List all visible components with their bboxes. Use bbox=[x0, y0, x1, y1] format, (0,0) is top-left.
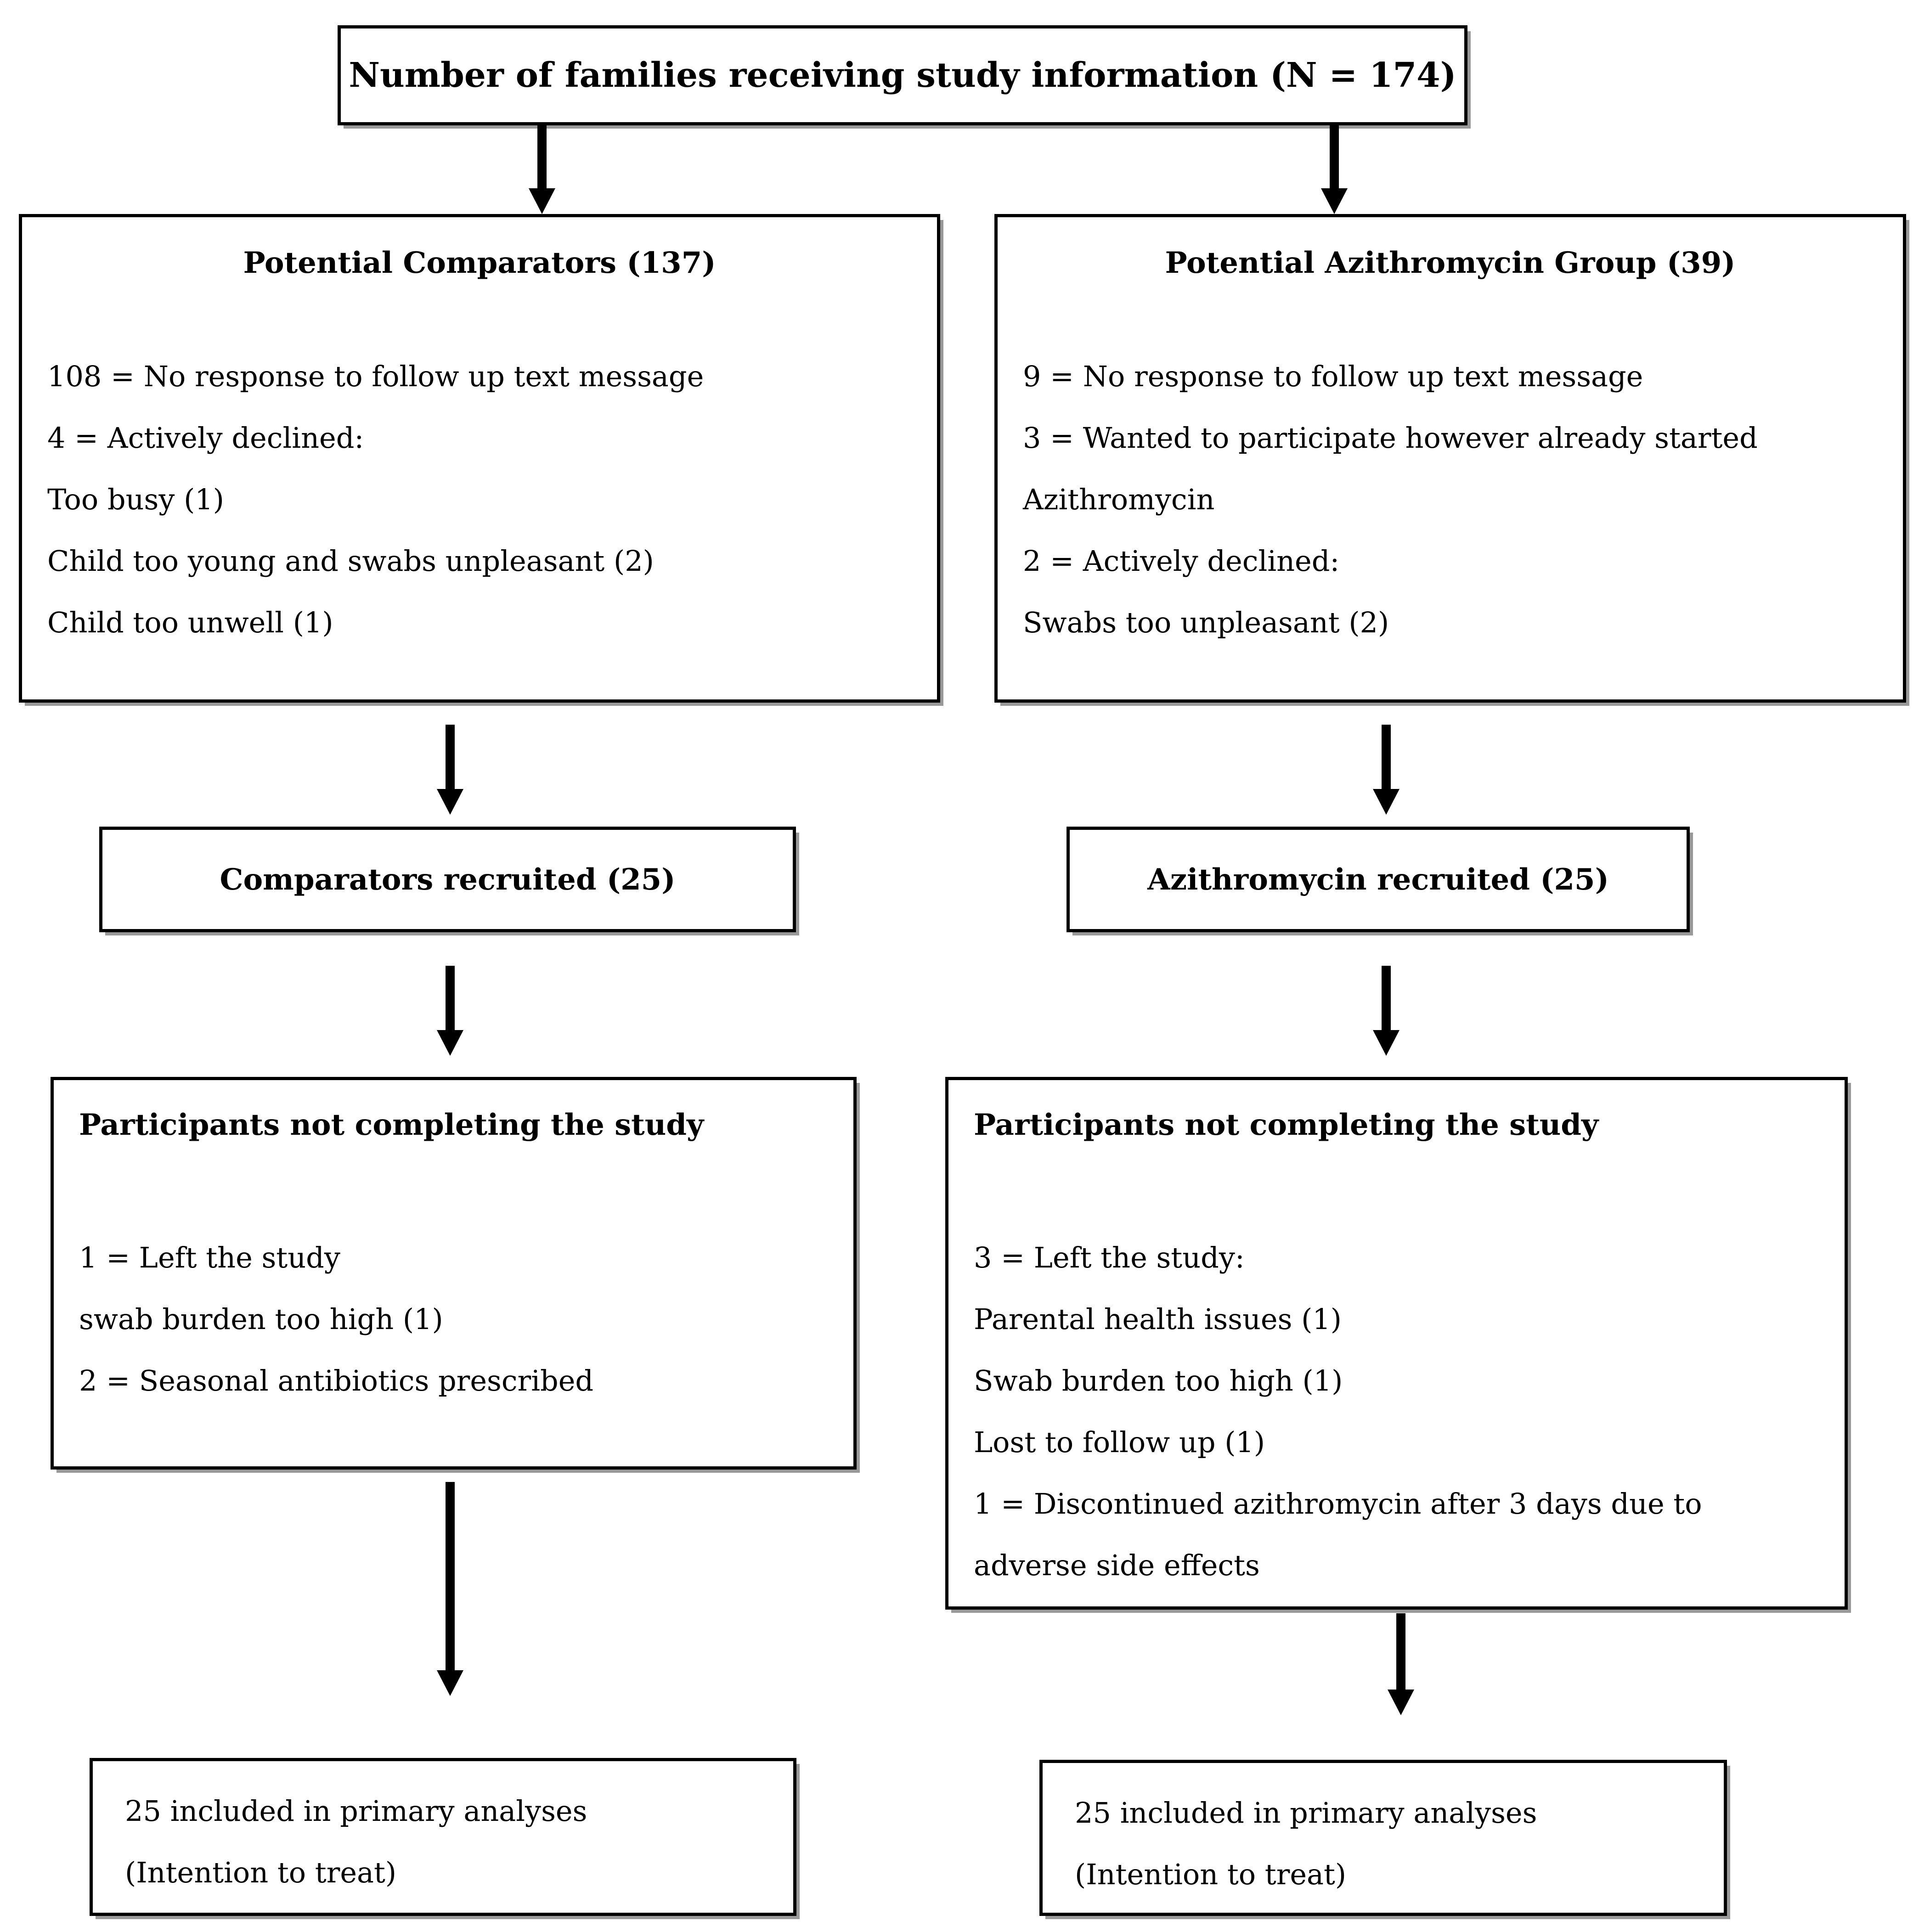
arrow-shaft bbox=[446, 1482, 455, 1670]
detail-line: Child too unwell (1) bbox=[47, 606, 333, 639]
potential-azithromycin-title: Potential Azithromycin Group (39) bbox=[1165, 246, 1736, 280]
azithromycin-itt-details: 25 included in primary analyses (Intenti… bbox=[1075, 1782, 1707, 1905]
arrow-shaft bbox=[1382, 966, 1391, 1030]
detail-line: 25 included in primary analyses bbox=[125, 1794, 587, 1828]
detail-line: Parental health issues (1) bbox=[974, 1302, 1342, 1336]
comparators-itt-box: 25 included in primary analyses (Intenti… bbox=[90, 1758, 796, 1916]
detail-line: 1 = Discontinued azithromycin after 3 da… bbox=[974, 1487, 1702, 1521]
detail-line: 3 = Wanted to participate however alread… bbox=[1023, 421, 1758, 455]
arrow-head bbox=[1373, 1030, 1400, 1056]
arrow-down-icon-recruited-to-comparators-dropout bbox=[437, 966, 463, 1056]
arrow-down-icon-comparators-dropout-to-itt bbox=[437, 1482, 463, 1696]
detail-line: 2 = Seasonal antibiotics prescribed bbox=[79, 1364, 594, 1397]
detail-line: (Intention to treat) bbox=[1075, 1858, 1347, 1891]
comparators-dropout-box: Participants not completing the study 1 … bbox=[51, 1077, 857, 1470]
detail-line: Child too young and swabs unpleasant (2) bbox=[47, 544, 654, 578]
azithromycin-recruited-label: Azithromycin recruited (25) bbox=[1147, 862, 1609, 897]
arrow-shaft bbox=[446, 725, 455, 789]
detail-line: Swab burden too high (1) bbox=[974, 1364, 1343, 1397]
detail-line: (Intention to treat) bbox=[125, 1856, 397, 1889]
arrow-down-icon-azithromycin-to-recruited bbox=[1373, 725, 1400, 815]
comparators-recruited-label: Comparators recruited (25) bbox=[220, 862, 676, 897]
detail-line: 25 included in primary analyses bbox=[1075, 1796, 1537, 1830]
arrow-head bbox=[437, 789, 463, 815]
comparators-itt-details: 25 included in primary analyses (Intenti… bbox=[125, 1780, 777, 1904]
potential-azithromycin-box: Potential Azithromycin Group (39) 9 = No… bbox=[994, 214, 1906, 703]
azithromycin-dropout-box: Participants not completing the study 3 … bbox=[945, 1077, 1848, 1610]
detail-line: 2 = Actively declined: bbox=[1023, 544, 1340, 578]
azithromycin-dropout-title: Participants not completing the study bbox=[974, 1108, 1599, 1142]
detail-line: 3 = Left the study: bbox=[974, 1241, 1245, 1274]
azithromycin-itt-box: 25 included in primary analyses (Intenti… bbox=[1039, 1760, 1727, 1916]
azithromycin-recruited-box: Azithromycin recruited (25) bbox=[1067, 827, 1690, 932]
arrow-shaft bbox=[1396, 1613, 1405, 1690]
detail-line: Lost to follow up (1) bbox=[974, 1425, 1265, 1459]
azithromycin-dropout-details: 3 = Left the study: Parental health issu… bbox=[974, 1227, 1828, 1596]
arrow-head bbox=[1373, 789, 1400, 815]
arrow-down-icon-azithromycin-dropout-to-itt bbox=[1388, 1613, 1414, 1715]
detail-line: 9 = No response to follow up text messag… bbox=[1023, 360, 1643, 393]
arrow-down-icon-top-to-azithromycin bbox=[1321, 125, 1348, 214]
arrow-head bbox=[437, 1670, 463, 1696]
arrow-down-icon-comparators-to-recruited bbox=[437, 725, 463, 815]
arrow-head bbox=[437, 1030, 463, 1056]
arrow-head bbox=[1321, 188, 1348, 214]
arrow-head bbox=[1388, 1690, 1414, 1715]
families-informed-label: Number of families receiving study infor… bbox=[349, 56, 1456, 95]
potential-comparators-details: 108 = No response to follow up text mess… bbox=[47, 346, 920, 653]
comparators-dropout-title: Participants not completing the study bbox=[79, 1108, 704, 1142]
arrow-down-icon-recruited-to-azithromycin-dropout bbox=[1373, 966, 1400, 1056]
potential-comparators-box: Potential Comparators (137) 108 = No res… bbox=[19, 214, 940, 703]
detail-line: adverse side effects bbox=[974, 1549, 1260, 1582]
detail-line: 1 = Left the study bbox=[79, 1241, 340, 1274]
potential-comparators-title: Potential Comparators (137) bbox=[243, 246, 716, 280]
arrow-shaft bbox=[1330, 125, 1339, 188]
detail-line: Swabs too unpleasant (2) bbox=[1023, 606, 1389, 639]
arrow-shaft bbox=[1382, 725, 1391, 789]
detail-line: 108 = No response to follow up text mess… bbox=[47, 360, 704, 393]
comparators-dropout-details: 1 = Left the study swab burden too high … bbox=[79, 1227, 837, 1412]
detail-line: Too busy (1) bbox=[47, 483, 224, 516]
detail-line: Azithromycin bbox=[1023, 483, 1215, 516]
detail-line: swab burden too high (1) bbox=[79, 1302, 443, 1336]
arrow-shaft bbox=[446, 966, 455, 1030]
arrow-head bbox=[529, 188, 555, 214]
arrow-down-icon-top-to-comparators bbox=[529, 125, 555, 214]
comparators-recruited-box: Comparators recruited (25) bbox=[99, 827, 796, 932]
potential-azithromycin-details: 9 = No response to follow up text messag… bbox=[1023, 346, 1886, 653]
detail-line: 4 = Actively declined: bbox=[47, 421, 364, 455]
families-informed-box: Number of families receiving study infor… bbox=[338, 25, 1467, 125]
arrow-shaft bbox=[537, 125, 547, 188]
